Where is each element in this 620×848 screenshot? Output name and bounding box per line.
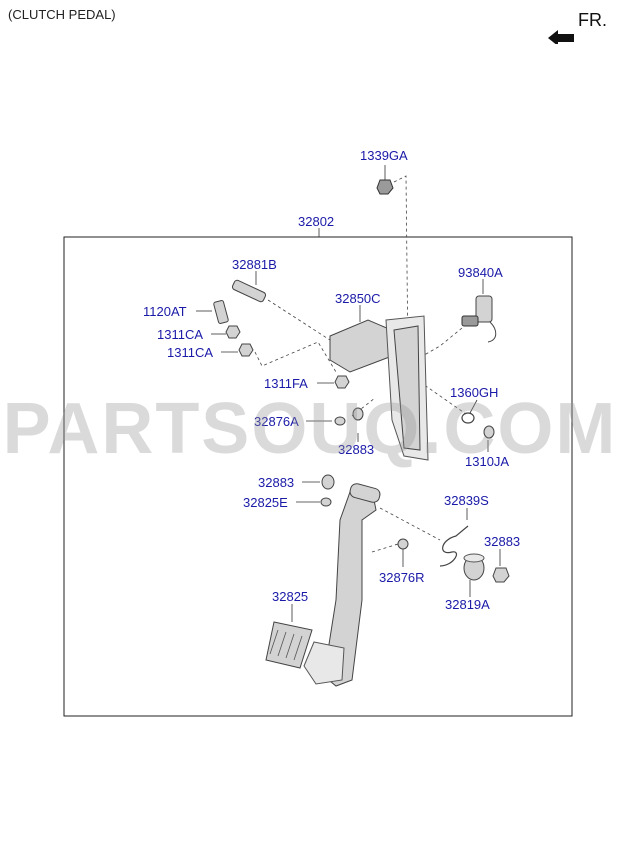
dash-1311CA <box>254 341 337 373</box>
bushing-32819A-icon <box>463 553 485 581</box>
label-32883-2[interactable]: 32883 <box>258 475 294 490</box>
label-1311CA-1[interactable]: 1311CA <box>157 327 203 342</box>
bushing-32825E-icon <box>320 497 332 507</box>
label-32881B[interactable]: 32881B <box>232 257 277 272</box>
nut-1311CA-1-icon <box>225 325 241 339</box>
nut-1311CA-2-icon <box>238 343 254 357</box>
bushing-32876A-icon <box>334 416 346 426</box>
dash-32876R <box>371 543 399 553</box>
dash-32876A <box>351 397 376 417</box>
label-32883-3[interactable]: 32883 <box>484 534 520 549</box>
front-direction-label: FR. <box>578 10 607 30</box>
label-1120AT[interactable]: 1120AT <box>143 304 187 319</box>
pedal-arm-32825-icon <box>265 483 381 687</box>
front-arrow-icon <box>548 30 574 44</box>
pin-32881B-icon <box>231 279 267 303</box>
label-32876R[interactable]: 32876R <box>379 570 425 585</box>
assembly-frame <box>63 236 573 717</box>
bushing-32876R-icon <box>397 538 409 550</box>
label-1311FA[interactable]: 1311FA <box>264 376 308 391</box>
bushing-32883-1-icon <box>352 407 364 421</box>
label-93840A[interactable]: 93840A <box>458 265 503 280</box>
label-1311CA-2[interactable]: 1311CA <box>167 345 213 360</box>
leader-1360GH <box>469 399 478 414</box>
label-1339GA[interactable]: 1339GA <box>360 148 408 163</box>
nut-1339GA-icon <box>376 179 394 195</box>
nut-1311FA-icon <box>334 375 350 389</box>
dash-32839S <box>379 507 441 541</box>
cap-1310JA-icon <box>483 425 495 439</box>
label-32876A[interactable]: 32876A <box>254 414 299 429</box>
bracket-32850C-icon <box>329 315 429 461</box>
label-32802[interactable]: 32802 <box>298 214 334 229</box>
label-1310JA[interactable]: 1310JA <box>465 454 509 469</box>
bushing-32883-3-icon <box>492 567 510 583</box>
label-32825E[interactable]: 32825E <box>243 495 288 510</box>
label-32883-1[interactable]: 32883 <box>338 442 374 457</box>
clip-1360GH-icon <box>461 412 475 424</box>
label-32850C[interactable]: 32850C <box>335 291 381 306</box>
label-32825[interactable]: 32825 <box>272 589 308 604</box>
label-32839S[interactable]: 32839S <box>444 493 489 508</box>
bushing-32883-2-icon <box>321 474 335 490</box>
bolt-1120AT-icon <box>213 300 229 324</box>
switch-93840A-icon <box>461 295 497 343</box>
label-1360GH[interactable]: 1360GH <box>450 385 498 400</box>
diagram-title: (CLUTCH PEDAL) <box>8 7 116 22</box>
label-32819A[interactable]: 32819A <box>445 597 490 612</box>
dash-1339GA <box>393 175 409 361</box>
spring-32839S-icon <box>439 525 469 567</box>
